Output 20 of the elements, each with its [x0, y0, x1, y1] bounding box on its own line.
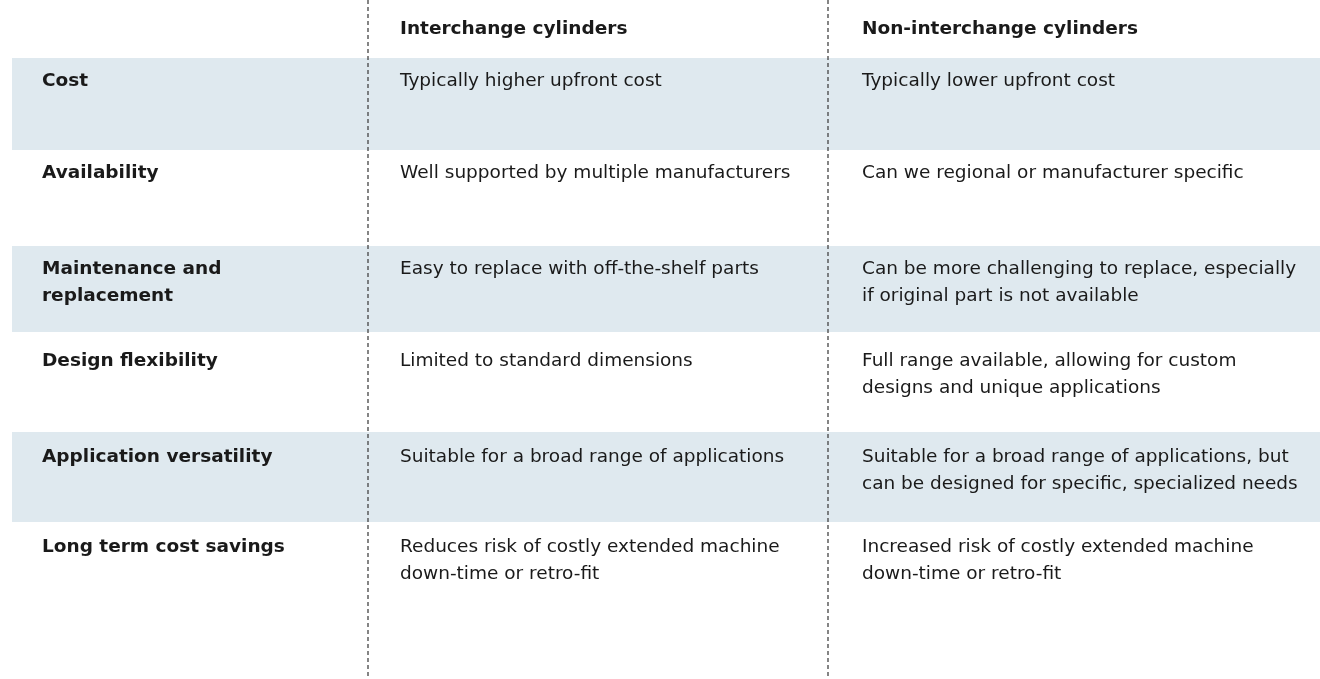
table-cell-text: Limited to standard dimensions: [400, 348, 694, 372]
row-header: Maintenance and replacement: [42, 256, 223, 307]
table-cell-text: Can be more challenging to replace, especially if original part is not available: [862, 256, 1298, 307]
row-header: Long term cost savings: [42, 534, 286, 558]
table-cell-text: Reduces risk of costly extended machine down-time or retro-fit: [400, 534, 781, 585]
table-cell-text: Can we regional or manufacturer specific: [862, 160, 1245, 184]
row-header: Cost: [42, 68, 90, 92]
table-cell-text: Suitable for a broad range of applications, but can be designed for specific, specialized needs: [862, 444, 1299, 495]
column-header: Interchange cylinders: [400, 16, 629, 40]
table-cell-text: Increased risk of costly extended machine down-time or retro-fit: [862, 534, 1255, 585]
table-cell-text: Typically higher upfront cost: [400, 68, 663, 92]
column-header: Non-interchange cylinders: [862, 16, 1139, 40]
table-cell-text: Typically lower upfront cost: [862, 68, 1117, 92]
table-cell-text: Full range available, allowing for custom designs and unique applications: [862, 348, 1238, 399]
table-cell-text: Well supported by multiple manufacturers: [400, 160, 792, 184]
table-cell-text: Suitable for a broad range of applications: [400, 444, 786, 468]
row-header: Application versatility: [42, 444, 274, 468]
row-header: Design flexibility: [42, 348, 219, 372]
row-header: Availability: [42, 160, 160, 184]
table-cell-text: Easy to replace with off-the-shelf parts: [400, 256, 760, 280]
